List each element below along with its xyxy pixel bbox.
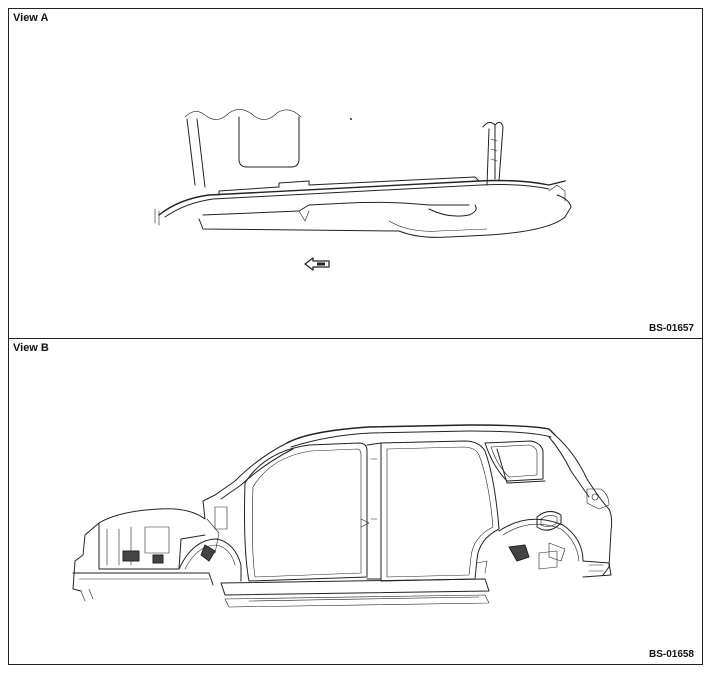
figure-frame: View A	[8, 8, 703, 665]
view-a-code: BS-01657	[648, 323, 694, 334]
view-a-rocker-drawing	[154, 109, 572, 238]
view-b-label: View B	[13, 342, 49, 354]
view-a-panel: View A	[9, 9, 702, 339]
front-direction-arrow-icon	[304, 257, 330, 271]
view-b-code: BS-01658	[648, 649, 694, 660]
view-a-label: View A	[13, 12, 49, 24]
view-b-body-side-drawing	[72, 424, 613, 608]
view-b-panel: View B	[9, 339, 702, 664]
